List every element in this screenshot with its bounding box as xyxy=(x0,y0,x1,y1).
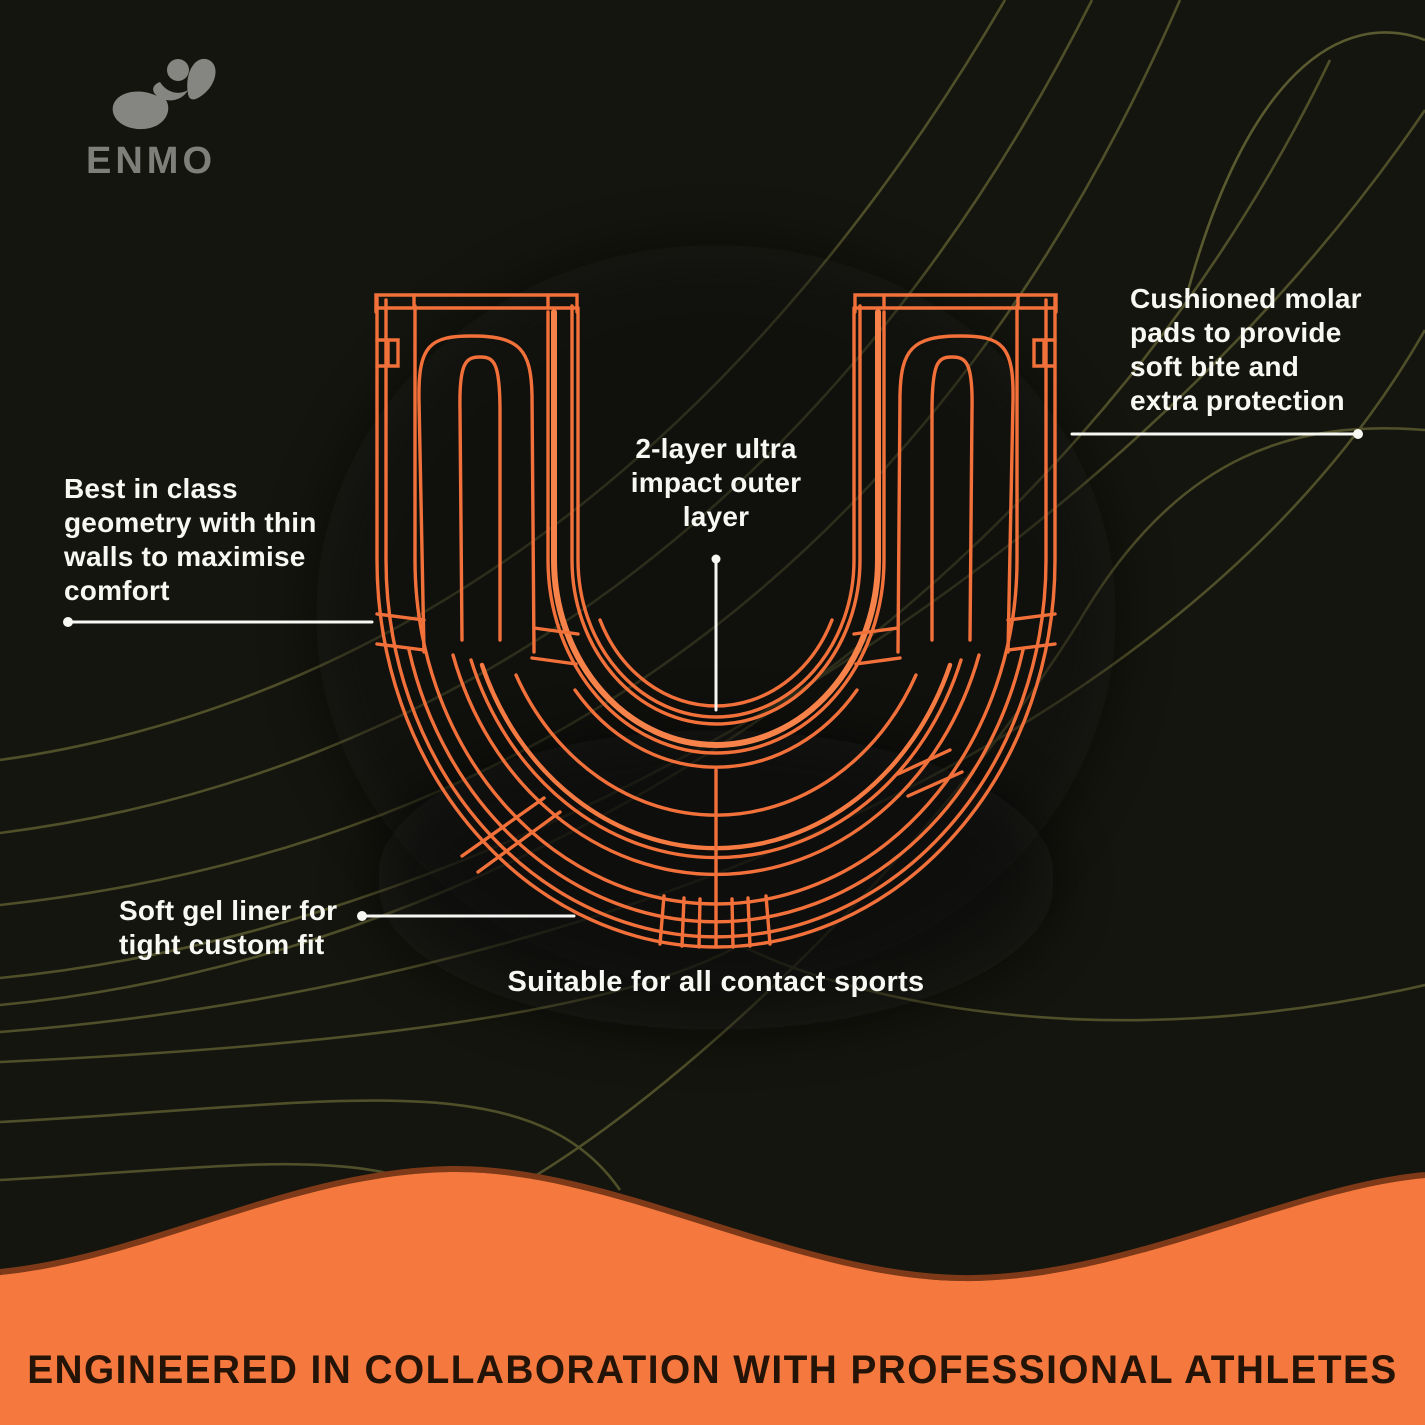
gel-liner-connector-dot xyxy=(357,911,367,921)
molar-arch-left xyxy=(417,334,536,654)
callout-gel-liner: Soft gel liner for tight custom fit xyxy=(119,894,399,962)
outer-layer-connector xyxy=(711,554,721,712)
wave-shape xyxy=(0,1171,1425,1425)
clasp-notches xyxy=(375,338,1057,368)
brand-name: ENMO xyxy=(86,140,216,182)
section-lines xyxy=(375,612,1057,948)
callout-gel-liner-line: Soft gel liner for xyxy=(119,895,338,926)
callout-geometry-line: walls to maximise xyxy=(64,541,306,572)
inner-channel-lines xyxy=(546,304,886,755)
geometry-connector-dot xyxy=(63,617,73,627)
product-label-suitable: Suitable for all contact sports xyxy=(507,966,925,998)
callout-molar-pads-line: soft bite and xyxy=(1130,351,1300,382)
enmo-swirl-icon xyxy=(112,58,216,130)
callout-outer-layer-line: layer xyxy=(682,501,750,532)
molar-arch-right xyxy=(896,334,1015,654)
callout-molar-pads-line: extra protection xyxy=(1130,385,1345,416)
bottom-wave xyxy=(0,1165,1425,1425)
callout-molar-pads-line: Cushioned molar xyxy=(1130,283,1362,314)
callout-outer-layer-line: 2-layer ultra xyxy=(635,433,797,464)
callout-outer-layer-line: impact outer xyxy=(630,467,802,498)
gel-liner-connector xyxy=(357,911,576,921)
callout-geometry-line: comfort xyxy=(64,575,170,606)
callout-gel-liner-line: tight custom fit xyxy=(119,929,325,960)
contour-line xyxy=(1184,31,1425,299)
molar-pads-connector xyxy=(1070,429,1363,439)
callout-molar-pads: Cushioned molar pads to provide soft bit… xyxy=(1130,282,1400,418)
callout-geometry-line: geometry with thin xyxy=(64,507,317,538)
callout-geometry-line: Best in class xyxy=(64,473,238,504)
contour-line xyxy=(0,1099,622,1191)
callout-geometry: Best in class geometry with thin walls t… xyxy=(64,472,384,608)
outer-layer-connector-dot xyxy=(711,554,721,564)
callout-connectors xyxy=(63,429,1363,921)
wave-edge-line xyxy=(0,1165,1425,1282)
mouthguard-wireframe xyxy=(374,293,1058,949)
molar-pads-connector-dot xyxy=(1353,429,1363,439)
bite-pad-grid xyxy=(658,894,772,949)
banner-title: ENGINEERED IN COLLABORATION WITH PROFESS… xyxy=(0,1346,1425,1394)
callout-molar-pads-line: pads to provide xyxy=(1130,317,1342,348)
geometry-connector xyxy=(63,617,374,627)
banner-title-text: ENGINEERED IN COLLABORATION WITH PROFESS… xyxy=(27,1348,1398,1392)
callout-outer-layer: 2-layer ultra impact outer layer xyxy=(566,432,866,534)
arm-end-caps xyxy=(374,293,1058,314)
